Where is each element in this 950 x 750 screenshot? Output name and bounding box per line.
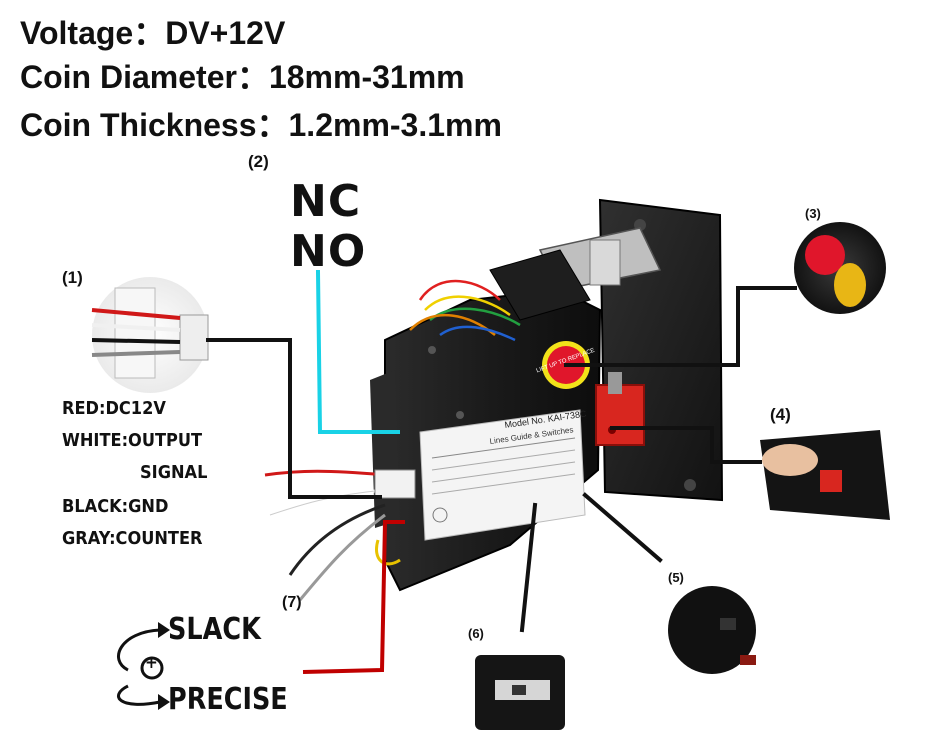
leader-line-3 [564, 286, 797, 367]
slack-arrowhead [158, 622, 170, 638]
red-wire-label: RED:DC12V [62, 398, 166, 419]
leader-line-1 [206, 338, 382, 499]
precise-arrowhead [158, 694, 170, 710]
selector-switch-closeup-photo [475, 655, 565, 730]
red-lever [595, 372, 645, 446]
hand-lever-photo [760, 430, 890, 520]
black-wire-label: BLACK:GND [62, 496, 169, 517]
nc-contact-label: NC [290, 176, 362, 227]
outgoing-cables [264, 469, 401, 601]
callout-number-6: (6) [468, 626, 484, 641]
callout-number-4: (4) [770, 405, 791, 424]
mode-cycle-arrows [117, 628, 164, 706]
leader-line-5 [582, 492, 663, 563]
precise-mode-label: PRECISE [168, 682, 288, 717]
coin-guide [589, 239, 621, 286]
coin-diameter-spec: Coin Diameter：18mm-31mm [20, 59, 465, 95]
leader-line-7 [302, 520, 405, 675]
wire-connector [374, 469, 416, 499]
white-wire-label: WHITE:OUTPUT [62, 430, 203, 451]
callout-number-3: (3) [805, 206, 821, 221]
arrow-to-precise [117, 684, 161, 706]
coin-thickness-spec: Coin Thickness：1.2mm-3.1mm [20, 107, 502, 143]
leader-line-6 [519, 502, 538, 633]
wire-bundle [409, 279, 521, 342]
leader-lines [206, 269, 797, 675]
leader-line-2 [315, 269, 400, 434]
arrow-to-slack [117, 628, 161, 672]
callout-number-2: (2) [248, 152, 269, 171]
dip-switch-closeup-photo [668, 586, 756, 674]
connector-closeup-photo [91, 277, 209, 393]
callout-number-1: (1) [62, 268, 83, 287]
signal-label: SIGNAL [140, 462, 208, 483]
voltage-spec: Voltage：DV+12V [20, 15, 286, 51]
mode-plus-sign: + [145, 652, 158, 673]
callout-number-7: (7) [282, 594, 302, 611]
device-label [419, 409, 586, 541]
plus-circle [140, 656, 164, 680]
slack-mode-label: SLACK [168, 612, 261, 647]
gray-wire-label: GRAY:COUNTER [62, 528, 203, 549]
callout-number-5: (5) [668, 570, 684, 585]
no-contact-label: NO [290, 226, 367, 277]
leader-line-4 [610, 426, 762, 464]
knob-closeup-photo [794, 222, 886, 314]
